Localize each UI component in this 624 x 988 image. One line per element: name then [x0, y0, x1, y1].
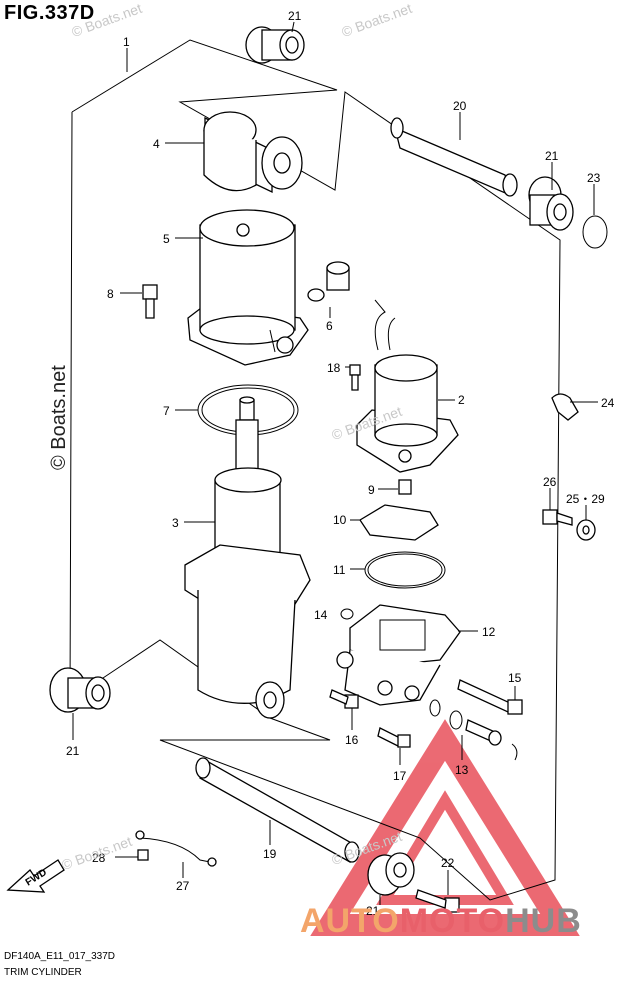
callout-25-29: 25・29	[566, 492, 605, 506]
cylinder-cap-4	[203, 111, 303, 194]
callout-14: 14	[314, 608, 328, 622]
figure-title: FIG.337D	[4, 2, 95, 24]
brand-logo: AUTOMOTOHUB	[300, 902, 582, 941]
brand-part-hub: HUB	[505, 902, 582, 940]
pin-19	[195, 757, 360, 863]
callout-17: 17	[393, 769, 407, 783]
callout-15: 15	[508, 671, 522, 685]
callout-26: 26	[543, 475, 557, 489]
callout-numbers: 21 1 4 20 21 23 5 8 6 18 2 24 7 9 26 25・…	[66, 9, 615, 918]
bushing-21-left	[49, 667, 111, 713]
bolt-26	[542, 509, 573, 526]
callout-2: 2	[458, 393, 465, 407]
fitting-6	[307, 261, 350, 302]
trim-cylinder-3	[184, 396, 311, 719]
callout-13: 13	[455, 763, 469, 777]
fwd-arrow-icon	[6, 859, 65, 893]
callout-27: 27	[176, 879, 190, 893]
clip-24	[551, 393, 579, 421]
callout-21-right: 21	[545, 149, 559, 163]
callout-1: 1	[123, 35, 130, 49]
ground-wire-27	[135, 830, 217, 867]
bushing-21-bottom	[367, 852, 415, 896]
screw-28	[137, 849, 149, 861]
callout-22: 22	[441, 856, 455, 870]
leader-lines	[72, 21, 598, 905]
callout-8: 8	[107, 287, 114, 301]
o-ring-11	[364, 551, 446, 589]
callout-10: 10	[333, 513, 347, 527]
plate-10	[359, 504, 439, 541]
motor-5	[187, 209, 309, 366]
bolt-17	[377, 727, 411, 748]
callout-18: 18	[327, 361, 341, 375]
warning-triangle-logo	[310, 719, 580, 936]
callout-3: 3	[172, 516, 179, 530]
callout-21-top: 21	[288, 9, 302, 23]
callout-23: 23	[587, 171, 601, 185]
callout-21-bottom: 21	[366, 904, 380, 918]
callout-7: 7	[163, 404, 170, 418]
valve-set-13	[429, 699, 518, 761]
brand-part-auto: AUTO	[300, 902, 400, 940]
callout-19: 19	[263, 847, 277, 861]
callout-20: 20	[453, 99, 467, 113]
manifold-12	[336, 604, 461, 706]
callout-9: 9	[368, 483, 375, 497]
callout-24: 24	[601, 396, 615, 410]
screw-18	[349, 364, 361, 391]
pin-20	[390, 117, 518, 197]
bolt-8	[142, 284, 158, 319]
bolt-22	[415, 889, 460, 913]
model-code: DF140A_E11_017_337D	[4, 951, 116, 962]
callout-28: 28	[92, 851, 106, 865]
circlip-23	[582, 215, 608, 249]
callout-6: 6	[326, 319, 333, 333]
callout-16: 16	[345, 733, 359, 747]
bolt-15	[457, 679, 523, 715]
watermark-side: © Boats.net	[48, 365, 70, 470]
figure-caption: TRIM CYLINDER	[4, 967, 82, 978]
bushing-21-right	[528, 176, 574, 231]
bolt-16	[329, 689, 359, 709]
brand-part-moto: MOTO	[399, 902, 506, 940]
bushing-21-top	[245, 26, 305, 64]
callout-5: 5	[163, 232, 170, 246]
callout-11: 11	[333, 563, 346, 577]
valve-9	[398, 479, 412, 495]
washer-25-29	[576, 519, 596, 541]
callout-4: 4	[153, 137, 160, 151]
o-ring-14	[340, 608, 354, 620]
callout-12: 12	[482, 625, 496, 639]
callout-21-left: 21	[66, 744, 80, 758]
pump-motor-2	[356, 299, 459, 473]
